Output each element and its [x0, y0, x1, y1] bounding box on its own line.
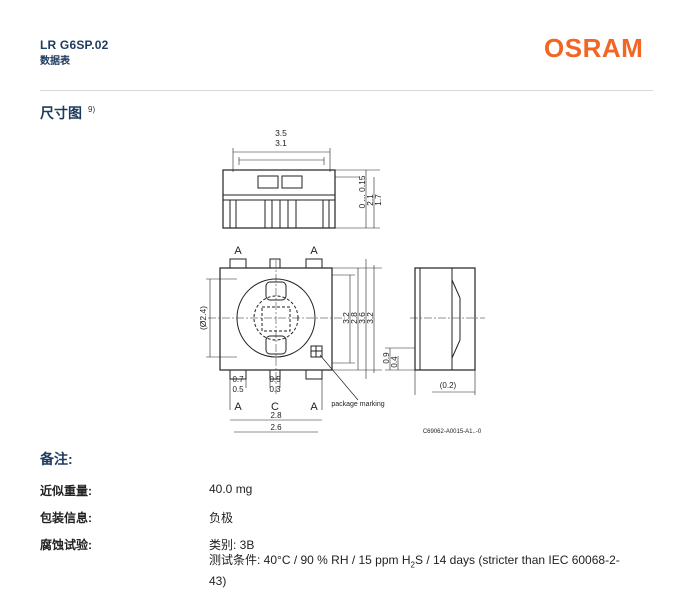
dim-sideview-2: 0.4	[390, 356, 399, 368]
header-divider	[40, 90, 653, 91]
dim-side-gap: (0.2)	[440, 381, 457, 390]
pad-label-top-left: A	[234, 245, 242, 257]
corrosion-label: 腐蚀试验:	[40, 538, 92, 552]
corrosion-value: 类别: 3B	[209, 538, 255, 552]
corrosion-test-condition: 测试条件: 40°C / 90 % RH / 15 ppm H2S / 14 d…	[209, 552, 659, 589]
pad-label-bottom-right: A	[310, 401, 318, 413]
dim-small-left-2: 0.5	[232, 385, 244, 394]
pad-label-bottom-mid: C	[271, 401, 279, 413]
footnote-ref: 9)	[88, 105, 96, 114]
weight-label: 近似重量:	[40, 484, 92, 498]
test-prefix: 测试条件: 40°C / 90 % RH / 15 ppm H	[209, 553, 411, 567]
document-subtitle: 数据表	[40, 56, 70, 67]
section-title: 尺寸图 9)	[40, 103, 95, 123]
dim-circle: (Ø2.4)	[198, 306, 208, 330]
test-end: 43)	[209, 574, 227, 589]
notes-title: 备注:	[40, 451, 73, 467]
document-title: LR G6SP.02	[40, 38, 109, 52]
packing-value: 负极	[209, 511, 234, 525]
dim-bottom-2: 2.6	[270, 423, 282, 432]
dim-right-3: 3.6	[357, 312, 367, 324]
dim-small-left-1: 0.7	[232, 375, 244, 384]
pad-label-bottom-left: A	[234, 401, 242, 413]
dim-side-2: 2.1	[365, 194, 375, 206]
dim-right-1: 3.2	[341, 312, 351, 324]
packing-label: 包装信息:	[40, 511, 92, 525]
package-marking-label: package marking	[331, 401, 384, 408]
dim-side-1: 0 ... 0.15	[357, 175, 367, 208]
weight-value: 40.0 mg	[209, 482, 253, 496]
drawing-code: C69062-A0015-A1..-0	[423, 429, 482, 435]
dim-sideview-1: 0.9	[382, 352, 391, 364]
osram-logo: OSRAM	[544, 33, 644, 63]
dim-bottom-1: 2.8	[270, 411, 282, 420]
dim-small-mid-1: 0.5	[269, 375, 281, 384]
dim-right-4: 3.2	[365, 312, 375, 324]
section-title-text: 尺寸图	[40, 105, 82, 121]
dimension-drawing: 3.5 3.1 0 ... 0.15 2.1 1.7 A A (Ø2.4) 3.…	[198, 128, 485, 435]
pad-label-top-right: A	[310, 245, 318, 257]
dim-top-1: 3.5	[275, 128, 287, 138]
dim-right-2: 2.8	[349, 312, 359, 324]
dim-small-mid-2: 0.3	[269, 385, 281, 394]
test-sub: 2	[410, 560, 415, 570]
dim-top-2: 3.1	[275, 138, 287, 148]
dim-side-3: 1.7	[373, 194, 383, 206]
test-mid: S / 14 days (stricter than IEC 60068-2-	[414, 553, 620, 567]
